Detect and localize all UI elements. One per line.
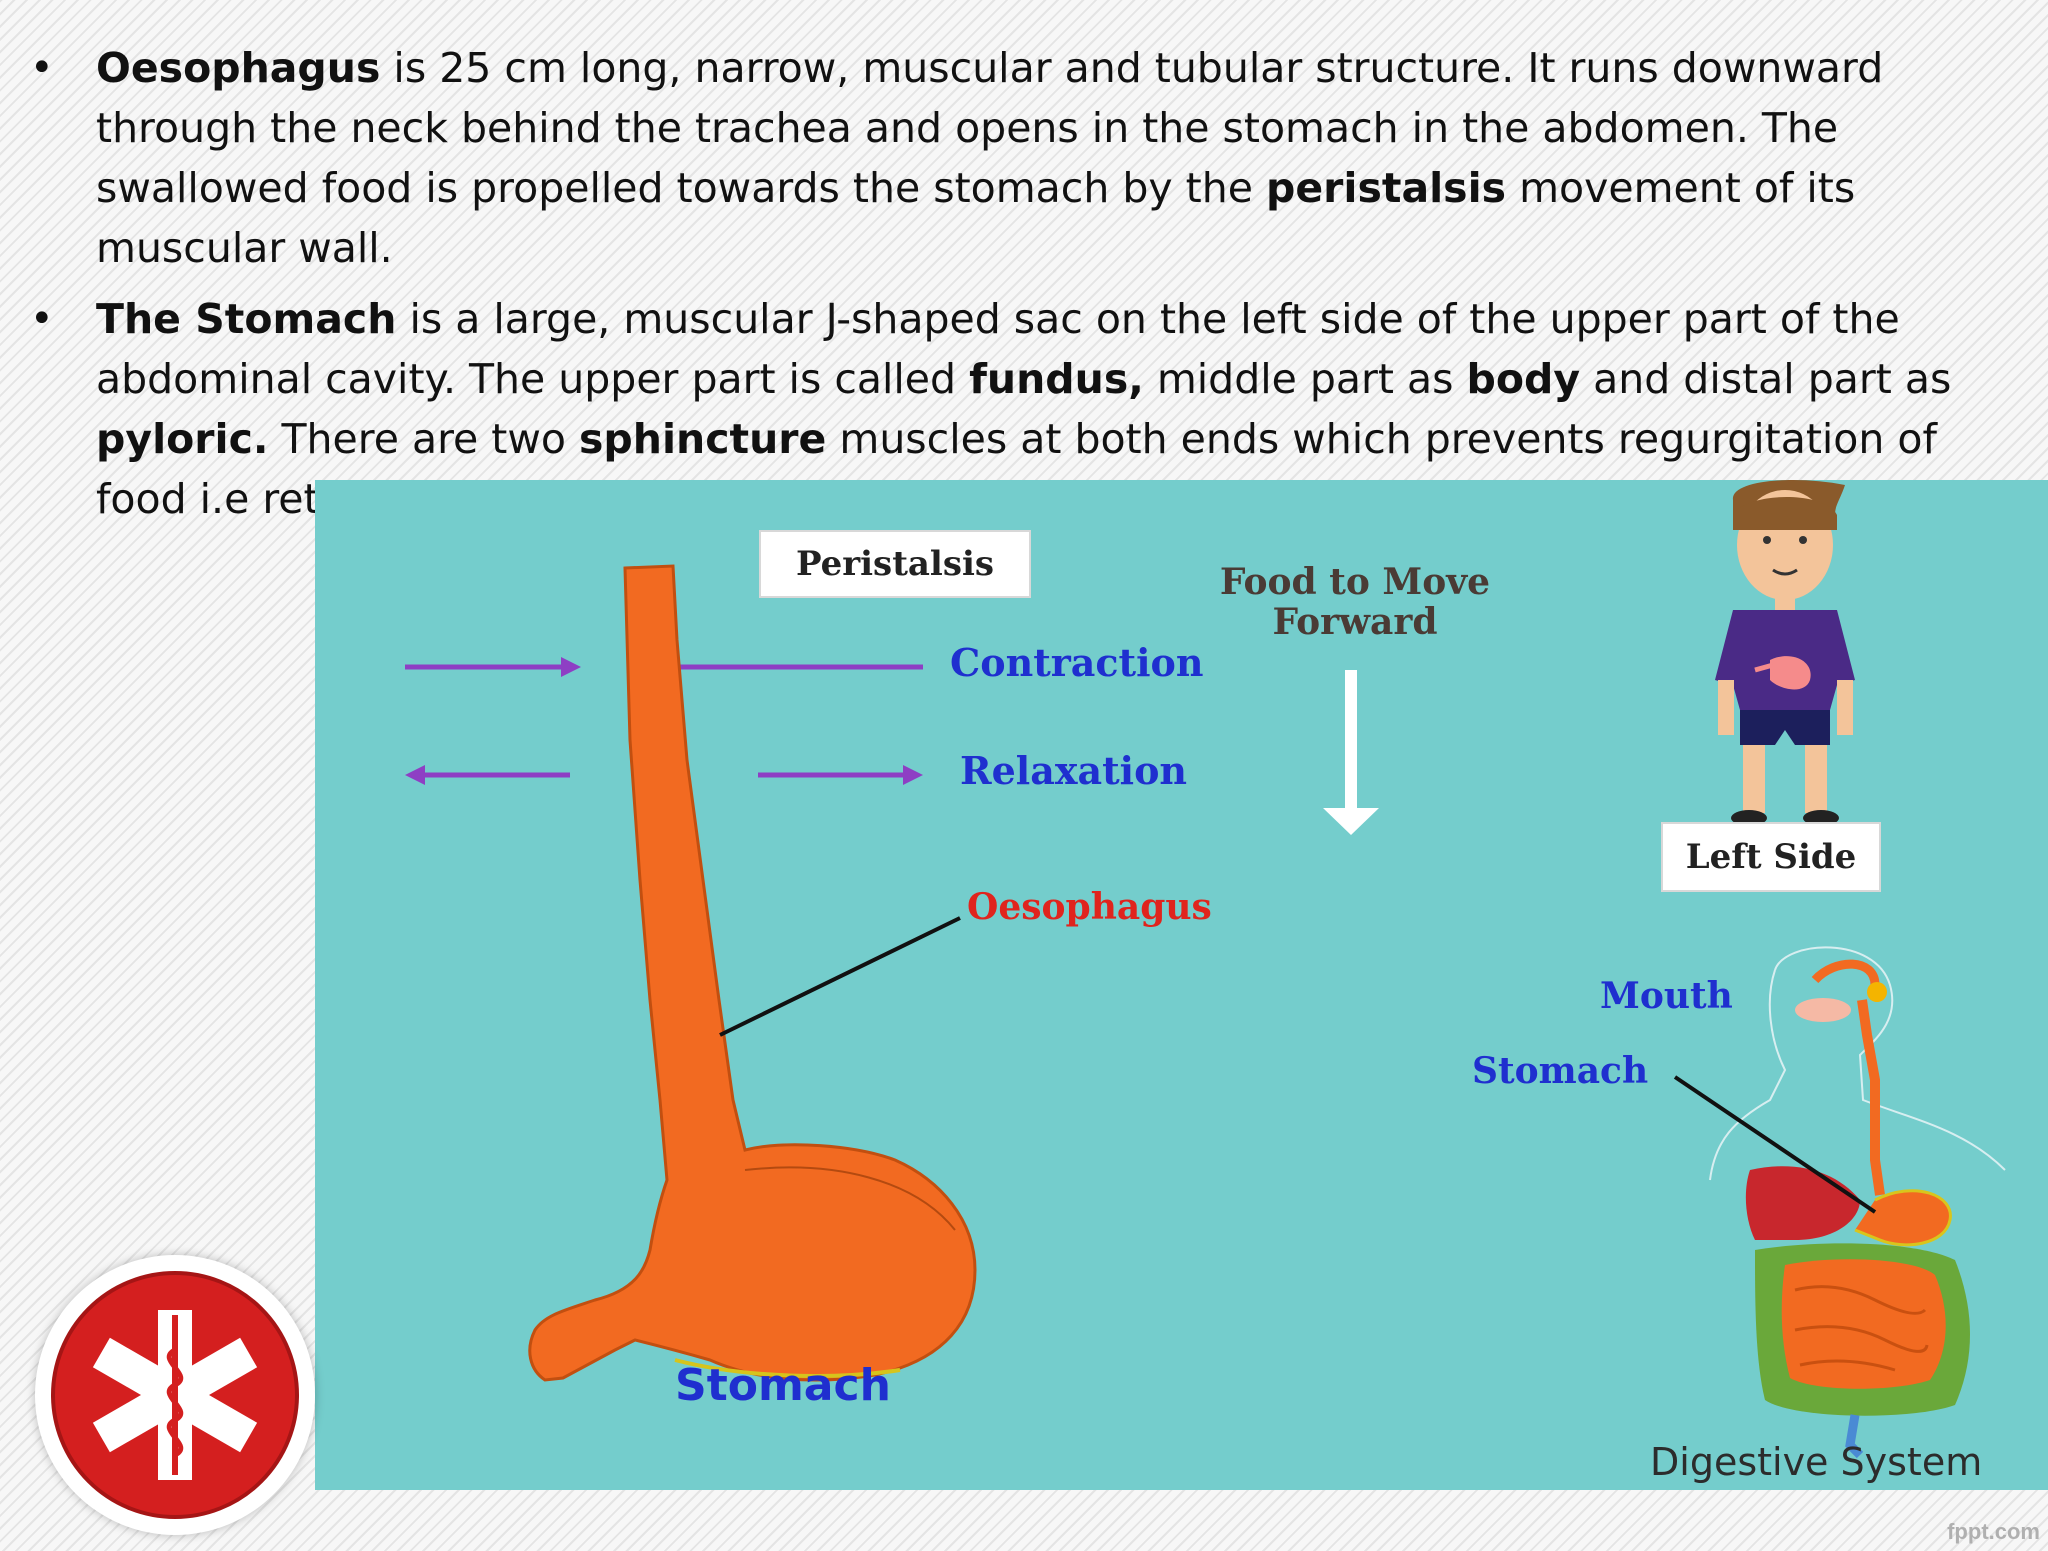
- text-run: middle part as: [1143, 355, 1467, 403]
- bold-term: fundus,: [969, 355, 1144, 403]
- bullet-item-oesophagus: • Oesophagus is 25 cm long, narrow, musc…: [30, 38, 2020, 278]
- bold-term: pyloric.: [96, 415, 269, 463]
- peristalsis-label-box: Peristalsis: [759, 530, 1031, 598]
- text-run: and distal part as: [1580, 355, 1952, 403]
- food-move-forward-label: Food to Move Forward: [1205, 562, 1505, 642]
- peristalsis-diagram: Peristalsis Contraction Relaxation Food …: [315, 480, 2048, 1490]
- relaxation-label: Relaxation: [960, 748, 1188, 793]
- bullet-marker: •: [30, 45, 54, 91]
- food-label-line1: Food to Move: [1219, 561, 1491, 603]
- stomach-small-label: Stomach: [1472, 1050, 1649, 1092]
- stomach-label: Stomach: [675, 1360, 891, 1411]
- left-side-label-box: Left Side: [1661, 822, 1881, 892]
- contraction-arrow-left: [405, 657, 581, 677]
- text-run: movement of its muscular wall.: [96, 164, 1856, 272]
- relaxation-arrow-left: [405, 765, 570, 785]
- text-run: is 25 cm long, narrow, muscular and tubu…: [96, 44, 1884, 212]
- mouth-label: Mouth: [1600, 975, 1733, 1017]
- stomach-pointer-line: [1673, 1075, 1877, 1214]
- text-run: is a large, muscular J-shaped sac on the…: [96, 295, 1900, 403]
- oesophagus-stomach-shape: [528, 564, 977, 1382]
- bullet-text: The Stomach is a large, muscular J-shape…: [96, 295, 1951, 523]
- bold-term: body: [1466, 355, 1581, 403]
- footer-watermark: fppt.com: [1947, 1519, 2040, 1544]
- contraction-arrow-right: [657, 657, 923, 677]
- bullet-marker: •: [30, 296, 54, 342]
- bold-term: Oesophagus: [96, 44, 381, 92]
- medical-star-of-life-icon: [35, 1255, 315, 1535]
- bold-term: The Stomach: [96, 295, 397, 343]
- oesophagus-pointer-line: [719, 916, 961, 1037]
- oesophagus-label: Oesophagus: [967, 886, 1212, 928]
- bullet-item-stomach: • The Stomach is a large, muscular J-sha…: [30, 289, 2020, 529]
- diagram-illustration: [405, 480, 2006, 1459]
- food-label-line2: Forward: [1272, 601, 1438, 643]
- relaxation-arrow-right: [758, 765, 923, 785]
- food-forward-arrow: [1323, 670, 1379, 835]
- bullet-text: Oesophagus is 25 cm long, narrow, muscul…: [96, 44, 1883, 272]
- boy-character-illustration: [1715, 480, 1855, 826]
- contraction-label: Contraction: [950, 640, 1204, 685]
- digestive-system-label: Digestive System: [1650, 1440, 1983, 1484]
- bold-term: sphincture: [579, 415, 827, 463]
- bullet-list: • Oesophagus is 25 cm long, narrow, musc…: [30, 38, 2020, 540]
- bold-term: peristalsis: [1266, 164, 1507, 212]
- text-run: There are two: [268, 415, 580, 463]
